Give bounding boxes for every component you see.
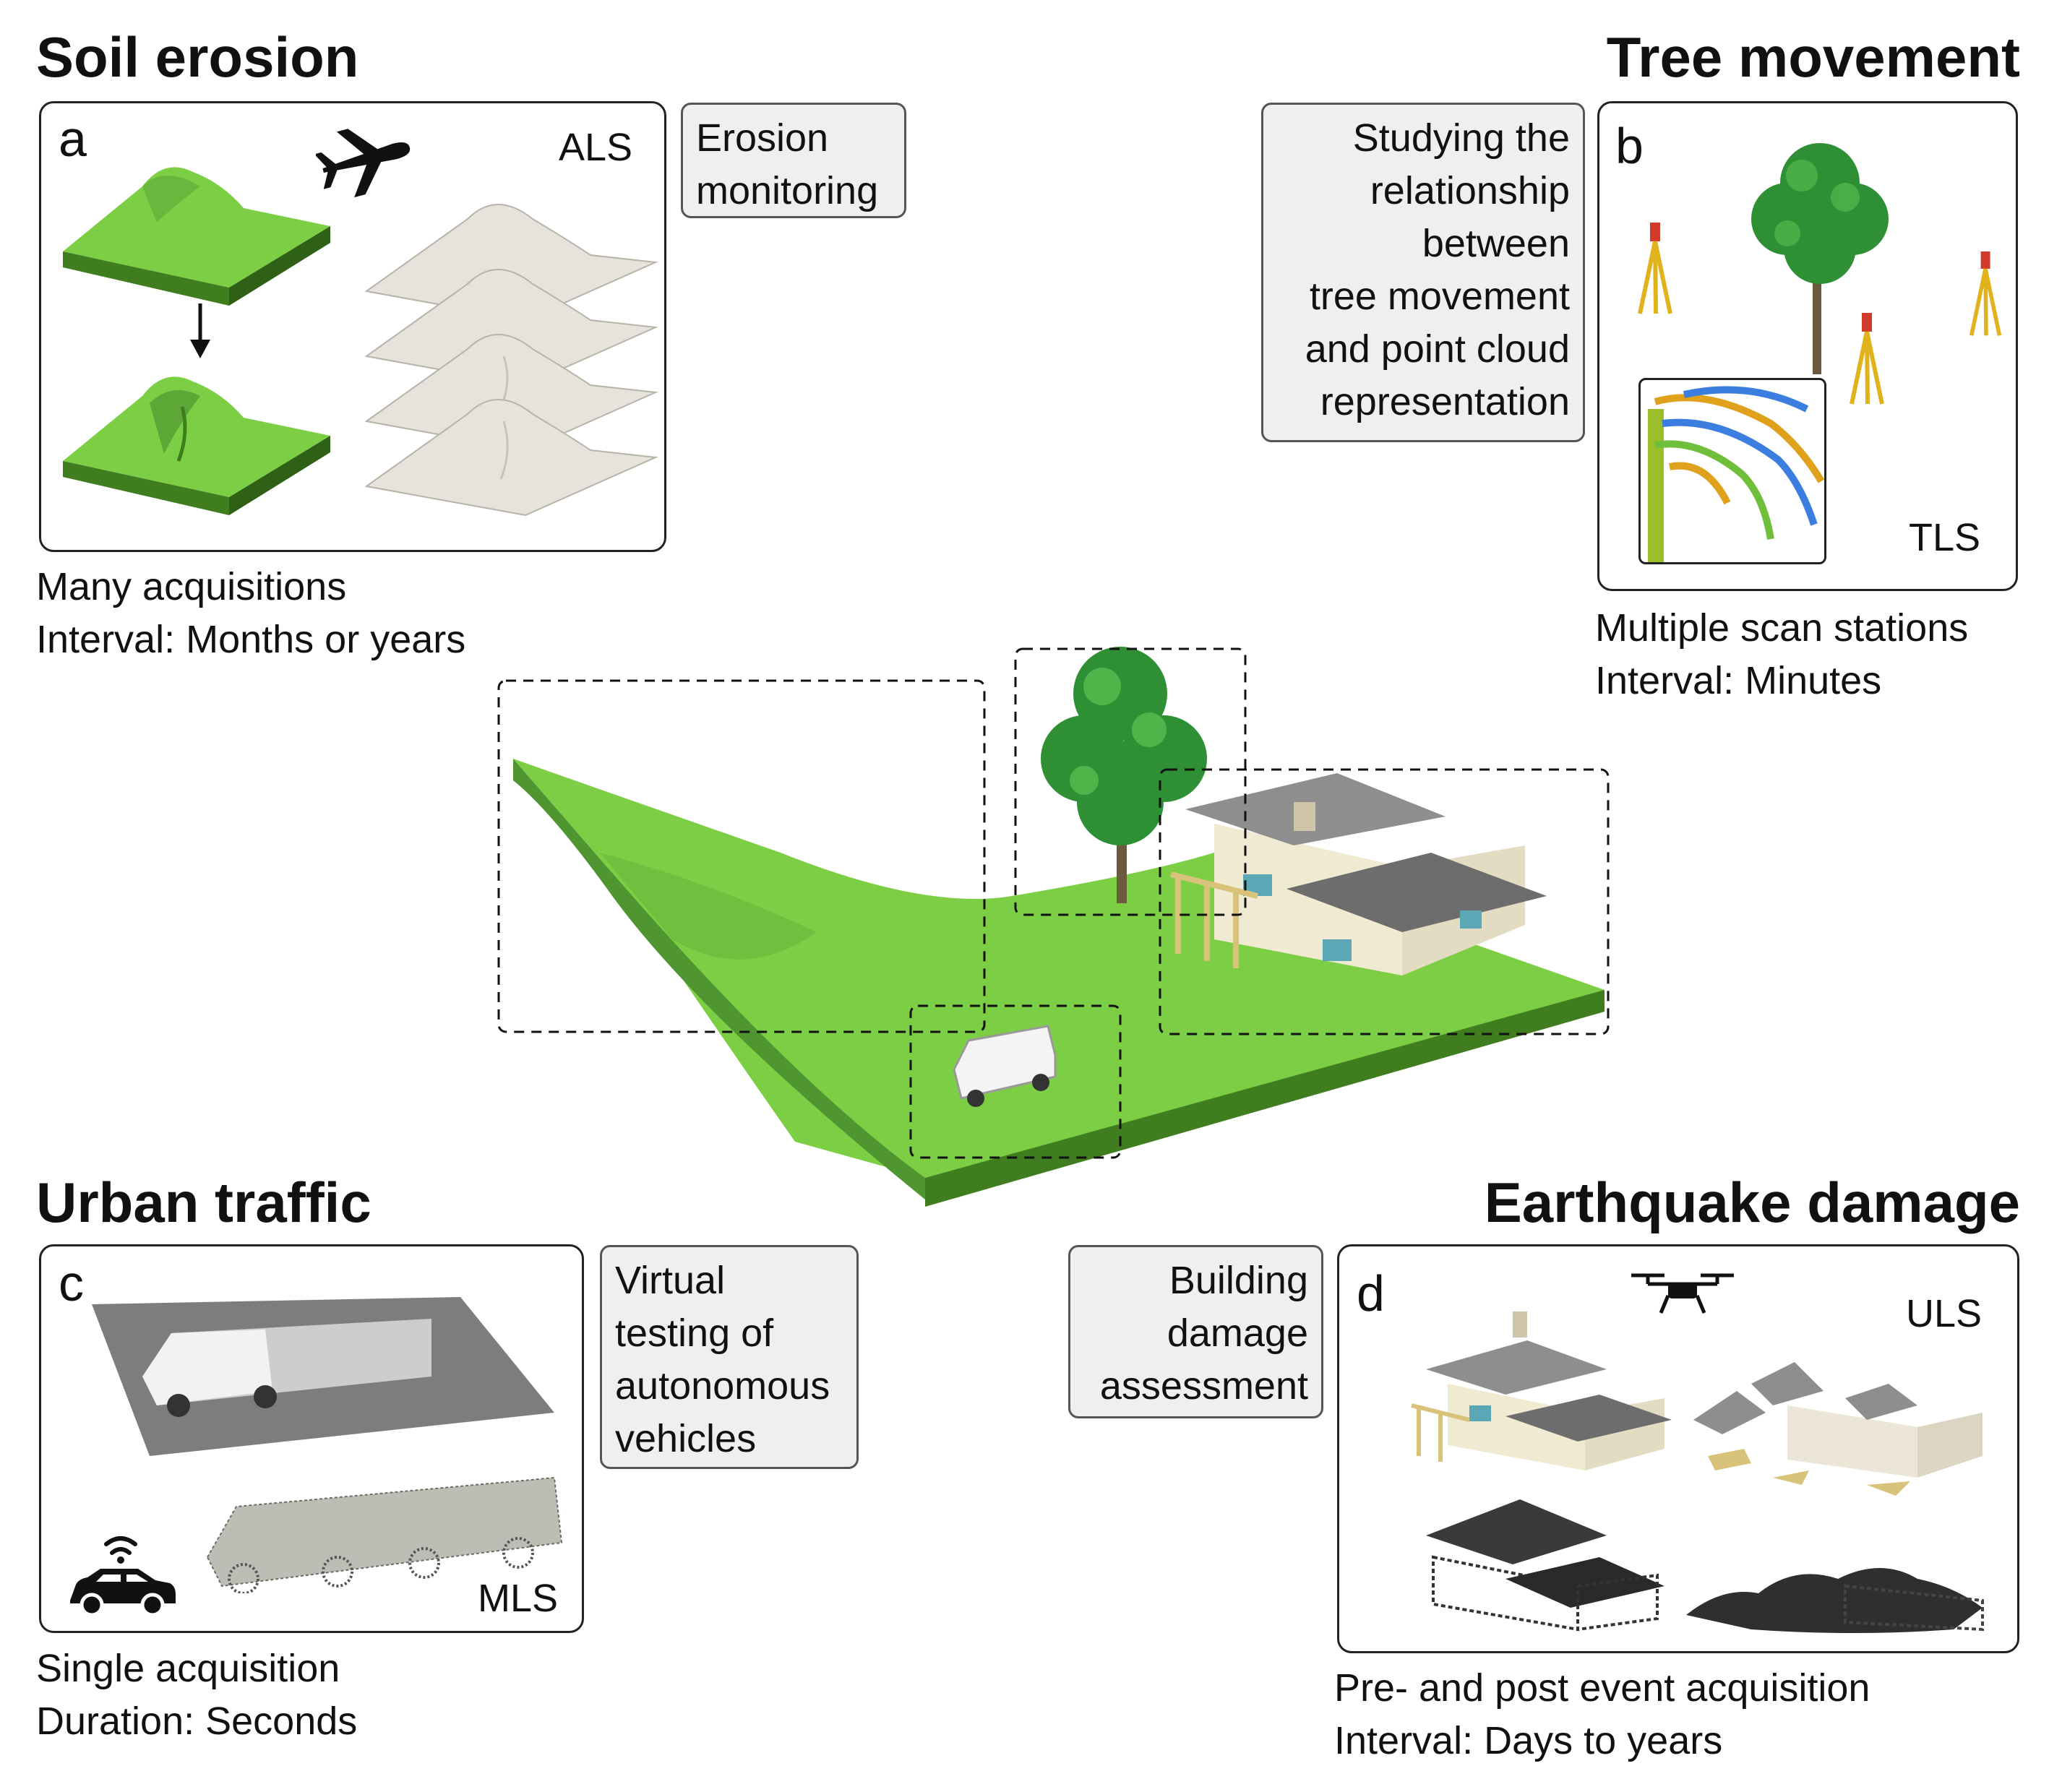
point-cloud-house-intact	[1426, 1499, 1664, 1632]
point-cloud-inset	[1638, 378, 1826, 564]
tripod-scanner-icon	[1969, 251, 2002, 336]
region-earthquake-damage	[1159, 768, 1610, 1035]
caption-d: Pre- and post event acquisition Interval…	[1334, 1662, 1870, 1767]
caption-line: Single acquisition	[36, 1647, 340, 1690]
note-line: Virtual	[615, 1259, 726, 1302]
panel-label-b: b	[1615, 118, 1644, 174]
terrain-before	[63, 167, 330, 306]
tree-model	[1041, 647, 1207, 903]
note-building-damage: Building damage assessment	[1068, 1245, 1323, 1418]
note-tree-movement: Studying the relationship between tree m…	[1261, 103, 1585, 442]
caption-line: Pre- and post event acquisition	[1334, 1666, 1870, 1710]
tripod-scanner-icon	[1638, 223, 1672, 314]
note-line: autonomous	[615, 1364, 830, 1408]
technique-label-mls: MLS	[478, 1577, 559, 1620]
caption-line: Duration: Seconds	[36, 1700, 358, 1743]
panel-b: b TLS	[1597, 101, 2018, 591]
note-line: representation	[1320, 380, 1570, 423]
caption-line: Interval: Months or years	[36, 618, 466, 661]
heading-soil-erosion: Soil erosion	[36, 25, 359, 89]
drone-icon	[1631, 1273, 1734, 1314]
note-line: testing of	[615, 1311, 774, 1355]
point-cloud-stack	[364, 204, 658, 517]
airplane-icon	[316, 129, 411, 198]
terrain-edge	[513, 759, 925, 1199]
note-line: tree movement	[1309, 275, 1570, 318]
note-line: vehicles	[615, 1417, 757, 1460]
note-line: assessment	[1099, 1364, 1308, 1408]
note-autonomous-vehicles: Virtual testing of autonomous vehicles	[600, 1245, 859, 1469]
note-line: damage	[1167, 1311, 1308, 1355]
technique-label-uls: ULS	[1906, 1292, 1983, 1335]
caption-b: Multiple scan stations Interval: Minutes	[1595, 602, 1968, 707]
house-model	[1170, 773, 1547, 975]
note-line: Building	[1169, 1259, 1308, 1302]
panel-c: c MLS	[39, 1244, 584, 1633]
caption-line: Interval: Days to years	[1334, 1719, 1723, 1762]
note-line: between	[1422, 222, 1570, 265]
heading-tree-movement: Tree movement	[1606, 25, 2020, 89]
technique-label-tls: TLS	[1909, 516, 1981, 559]
panel-d: d ULS	[1337, 1244, 2019, 1653]
panel-label-d: d	[1357, 1265, 1385, 1322]
note-line: and point cloud	[1305, 327, 1570, 371]
tripod-scanner-icon	[1850, 313, 1884, 405]
panel-label-a: a	[59, 111, 87, 167]
note-line: monitoring	[696, 169, 879, 212]
van-model	[953, 1025, 1057, 1107]
caption-line: Multiple scan stations	[1595, 606, 1969, 650]
house-intact	[1411, 1311, 1672, 1470]
caption-line: Many acquisitions	[36, 565, 347, 608]
terrain-front	[925, 990, 1605, 1207]
house-damaged	[1693, 1362, 1983, 1496]
heading-urban-traffic: Urban traffic	[36, 1171, 371, 1234]
central-scene	[497, 647, 1610, 1207]
tree-model	[1751, 143, 1889, 374]
terrain-after	[63, 376, 330, 515]
note-line: relationship	[1370, 169, 1570, 212]
arrow-down-icon	[190, 303, 210, 358]
technique-label-als: ALS	[559, 126, 633, 169]
heading-earthquake-damage: Earthquake damage	[1484, 1171, 2020, 1234]
region-soil-erosion	[497, 679, 986, 1033]
connected-car-icon	[70, 1536, 176, 1617]
simulated-van-scene	[92, 1297, 554, 1456]
point-cloud-van	[206, 1476, 563, 1593]
note-line: Erosion	[696, 116, 829, 160]
region-tree-movement	[1014, 647, 1247, 916]
caption-line: Interval: Minutes	[1595, 659, 1882, 702]
caption-a: Many acquisitions Interval: Months or ye…	[36, 561, 465, 666]
caption-c: Single acquisition Duration: Seconds	[36, 1642, 357, 1748]
panel-a: a ALS	[39, 101, 666, 552]
panel-label-c: c	[59, 1255, 84, 1311]
note-erosion-monitoring: Erosion monitoring	[681, 103, 906, 218]
region-urban-traffic	[909, 1004, 1122, 1159]
note-line: Studying the	[1352, 116, 1570, 160]
point-cloud-house-damaged	[1686, 1568, 1984, 1633]
